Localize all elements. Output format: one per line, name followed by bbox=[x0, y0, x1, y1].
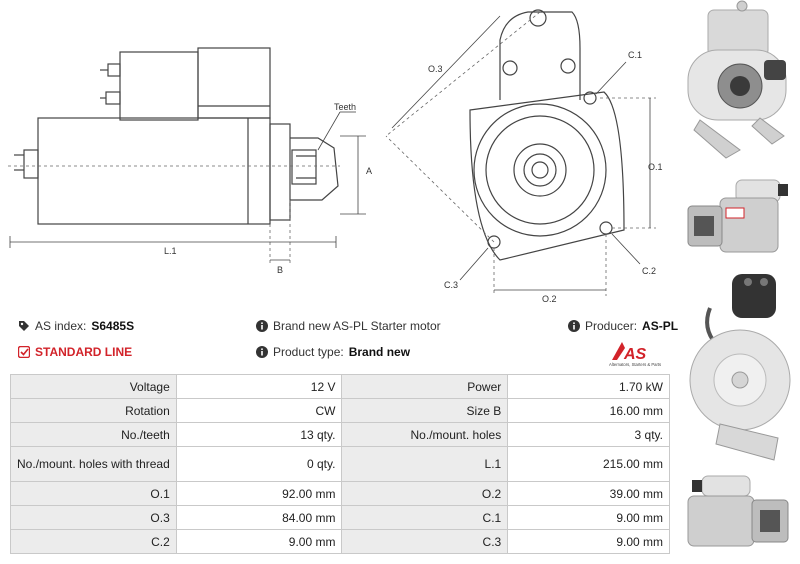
spec-value: 9.00 mm bbox=[507, 505, 670, 530]
spec-label: Rotation bbox=[10, 398, 177, 423]
spec-value: 84.00 mm bbox=[175, 505, 343, 530]
product-photo-rear bbox=[689, 274, 791, 461]
spec-value: 12 V bbox=[175, 374, 343, 399]
checkbox-icon bbox=[18, 346, 30, 358]
spec-value: 215.00 mm bbox=[507, 446, 670, 482]
spec-value: 0 qty. bbox=[175, 446, 343, 482]
spec-value: 13 qty. bbox=[175, 422, 343, 447]
description-text: Brand new AS-PL Starter motor bbox=[273, 319, 441, 333]
spec-label: O.1 bbox=[10, 481, 177, 506]
as-index-value: S6485S bbox=[91, 319, 135, 333]
as-index-label: AS index: bbox=[35, 319, 87, 333]
spec-label: C.1 bbox=[341, 505, 509, 530]
dim-o2-label: O.2 bbox=[542, 294, 557, 304]
logo-text: AS bbox=[623, 346, 647, 363]
product-type-value: Brand new bbox=[348, 345, 411, 359]
product-photo-side bbox=[687, 179, 788, 253]
producer-label: Producer: bbox=[585, 319, 638, 333]
spec-label: C.2 bbox=[10, 529, 177, 554]
spec-value: 39.00 mm bbox=[507, 481, 670, 506]
spec-label: O.2 bbox=[341, 481, 509, 506]
flange-body bbox=[469, 91, 625, 261]
spec-label: O.3 bbox=[10, 505, 177, 530]
spec-label: No./teeth bbox=[10, 422, 177, 447]
spec-label: No./mount. holes bbox=[341, 422, 509, 447]
motor-body-outline bbox=[37, 117, 271, 225]
description-line: Brand new AS-PL Starter motor bbox=[256, 319, 441, 333]
as-pl-logo: AS Alternators, Starters & Parts bbox=[608, 340, 670, 368]
standard-line: STANDARD LINE bbox=[18, 345, 132, 359]
flange-upper bbox=[499, 11, 581, 100]
dim-l1-label: L.1 bbox=[164, 246, 177, 256]
dim-a-label: A bbox=[366, 166, 372, 176]
spec-value: 1.70 kW bbox=[507, 374, 670, 399]
spec-value: 92.00 mm bbox=[175, 481, 343, 506]
dim-c2-label: C.2 bbox=[642, 266, 656, 276]
producer-line: Producer: AS-PL bbox=[568, 319, 678, 333]
spec-value: 9.00 mm bbox=[175, 529, 343, 554]
producer-value: AS-PL bbox=[642, 319, 679, 333]
info-icon bbox=[568, 320, 580, 332]
dim-o3-label: O.3 bbox=[428, 64, 443, 74]
spec-label: Power bbox=[341, 374, 509, 399]
spec-value: 16.00 mm bbox=[507, 398, 670, 423]
dim-b-label: B bbox=[277, 265, 283, 275]
spec-label: C.3 bbox=[341, 529, 509, 554]
teeth-label: Teeth bbox=[334, 102, 356, 112]
product-photo-front bbox=[687, 0, 787, 159]
dim-c1-label: C.1 bbox=[628, 50, 642, 60]
product-type-label: Product type: bbox=[273, 345, 344, 359]
info-icon bbox=[256, 320, 268, 332]
standard-line-label: STANDARD LINE bbox=[35, 345, 133, 359]
spec-label: Size B bbox=[341, 398, 509, 423]
spec-label: No./mount. holes with thread bbox=[10, 446, 177, 482]
spec-value: 3 qty. bbox=[507, 422, 670, 447]
technical-drawing: Teeth A B L.1 O.3 C.1 O.1 C.3 C.2 O bbox=[8, 9, 663, 304]
product-type-line: Product type: Brand new bbox=[256, 345, 410, 359]
spec-value: 9.00 mm bbox=[507, 529, 670, 554]
logo-tagline: Alternators, Starters & Parts bbox=[609, 362, 661, 367]
spec-label: L.1 bbox=[341, 446, 509, 482]
spec-label: Voltage bbox=[10, 374, 177, 399]
solenoid-outline bbox=[119, 51, 199, 121]
spec-value: CW bbox=[175, 398, 343, 423]
tag-icon bbox=[19, 321, 29, 331]
as-index-line: AS index: S6485S bbox=[18, 319, 134, 333]
info-icon bbox=[256, 346, 268, 358]
dim-c3-label: C.3 bbox=[444, 280, 458, 290]
product-photo-top bbox=[687, 475, 789, 547]
dim-o1-label: O.1 bbox=[648, 162, 663, 172]
